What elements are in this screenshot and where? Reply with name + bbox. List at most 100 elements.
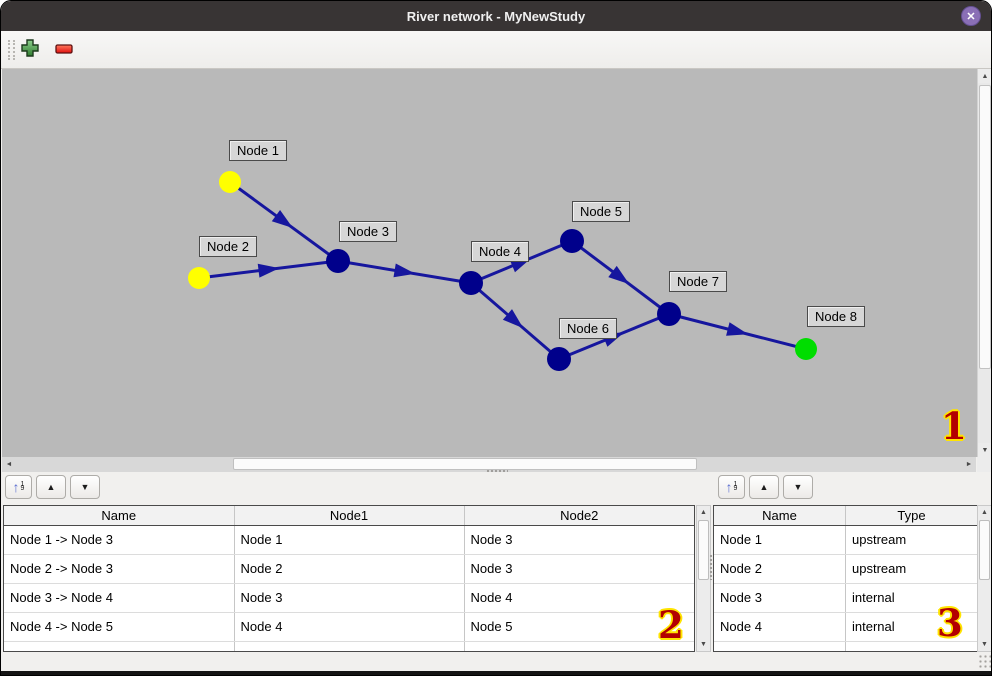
cell[interactable]	[4, 641, 235, 651]
cell[interactable]	[464, 641, 694, 651]
scroll-up-button[interactable]: ▲	[978, 506, 991, 519]
nodes-table-scrollbar[interactable]: ▲ ▼	[977, 505, 991, 652]
cell[interactable]: Node 2	[714, 554, 846, 584]
cell[interactable]: upstream	[845, 525, 977, 555]
node-label[interactable]: Node 4	[471, 241, 529, 262]
scrollbar-thumb[interactable]	[979, 85, 991, 369]
scroll-left-button[interactable]: ◄	[2, 457, 16, 472]
flow-arrow-icon	[608, 265, 630, 285]
annotation-number-3: 3	[937, 601, 963, 645]
column-header[interactable]: Name	[4, 506, 235, 526]
node-label[interactable]: Node 6	[559, 318, 617, 339]
remove-node-button[interactable]	[53, 39, 75, 61]
node-label[interactable]: Node 2	[199, 236, 257, 257]
annotation-number-2: 2	[658, 603, 684, 647]
cell[interactable]: Node 3	[234, 583, 465, 613]
cell[interactable]: internal	[845, 583, 977, 613]
column-header[interactable]: Node2	[464, 506, 694, 526]
title-bar[interactable]: River network - MyNewStudy ✕	[1, 1, 991, 31]
scroll-up-button[interactable]: ▲	[697, 506, 710, 519]
toolbar-grip-handle[interactable]	[8, 40, 15, 60]
scrollbar-thumb[interactable]	[233, 458, 697, 470]
cell[interactable]: upstream	[845, 554, 977, 584]
column-header[interactable]: Name	[714, 506, 846, 526]
column-header[interactable]: Node1	[234, 506, 465, 526]
scrollbar-trough[interactable]	[697, 519, 710, 638]
graph-node[interactable]	[459, 271, 483, 295]
cell[interactable]: Node 3	[464, 554, 694, 584]
cell[interactable]: Node 2 -> Node 3	[4, 554, 235, 584]
close-button[interactable]: ✕	[961, 6, 981, 26]
horizontal-splitter-handle[interactable]	[486, 469, 508, 474]
cell[interactable]: Node 2	[234, 554, 465, 584]
graph-node[interactable]	[188, 267, 210, 289]
cell[interactable]: Node 1	[714, 525, 846, 555]
cell[interactable]: Node 1 -> Node 3	[4, 525, 235, 555]
table-row[interactable]	[714, 641, 977, 651]
scrollbar-thumb[interactable]	[698, 520, 709, 580]
vertical-splitter-handle[interactable]	[709, 554, 714, 580]
scrollbar-thumb[interactable]	[979, 520, 990, 580]
links-table-scrollbar[interactable]: ▲ ▼	[696, 505, 711, 652]
scroll-down-button[interactable]: ▼	[978, 443, 991, 457]
cell[interactable]	[714, 641, 846, 651]
scroll-down-button[interactable]: ▼	[697, 638, 710, 651]
cell[interactable]: Node 1	[234, 525, 465, 555]
cell[interactable]: Node 4	[234, 612, 465, 642]
arrow-up-icon: ▲	[981, 509, 988, 516]
cell[interactable]: Node 4 -> Node 5	[4, 612, 235, 642]
column-header[interactable]: Type	[845, 506, 977, 526]
window-resize-grip[interactable]	[978, 654, 991, 668]
add-node-button[interactable]	[19, 38, 41, 61]
cell[interactable]: Node 3	[464, 525, 694, 555]
graph-node[interactable]	[547, 347, 571, 371]
table-row[interactable]	[4, 641, 694, 651]
scrollbar-trough[interactable]	[16, 457, 962, 472]
links-move-up-button[interactable]: ▲	[36, 475, 66, 499]
node-label[interactable]: Node 5	[572, 201, 630, 222]
graph-node[interactable]	[219, 171, 241, 193]
node-label[interactable]: Node 7	[669, 271, 727, 292]
nodes-move-up-button[interactable]: ▲	[749, 475, 779, 499]
cell[interactable]: internal	[845, 612, 977, 642]
graph-node[interactable]	[326, 249, 350, 273]
cell[interactable]: Node 4	[714, 612, 846, 642]
node-label[interactable]: Node 1	[229, 140, 287, 161]
canvas-horizontal-scrollbar[interactable]: ◄ ►	[2, 457, 976, 472]
graph-node[interactable]	[657, 302, 681, 326]
scroll-down-button[interactable]: ▼	[978, 638, 991, 651]
links-move-down-button[interactable]: ▼	[70, 475, 100, 499]
node-label[interactable]: Node 8	[807, 306, 865, 327]
canvas-vertical-scrollbar[interactable]: ▲ ▼	[977, 69, 991, 457]
scroll-up-button[interactable]: ▲	[978, 69, 991, 83]
cell[interactable]: Node 4	[464, 583, 694, 613]
scroll-right-button[interactable]: ►	[962, 457, 976, 472]
node-label[interactable]: Node 3	[339, 221, 397, 242]
cell[interactable]: Node 3 -> Node 4	[4, 583, 235, 613]
cell[interactable]: Node 3	[714, 583, 846, 613]
graph-node[interactable]	[560, 229, 584, 253]
scrollbar-trough[interactable]	[978, 83, 991, 443]
graph-node[interactable]	[795, 338, 817, 360]
nodes-move-down-button[interactable]: ▼	[783, 475, 813, 499]
scrollbar-trough[interactable]	[978, 519, 991, 638]
cell[interactable]	[234, 641, 465, 651]
river-network-canvas[interactable]: Node 1 Node 2 Node 3 Node 4 Node 5 Node 6 Node…	[2, 69, 977, 457]
cell[interactable]: Node 5	[464, 612, 694, 642]
cell[interactable]	[845, 641, 977, 651]
flow-arrow-icon	[393, 263, 416, 278]
